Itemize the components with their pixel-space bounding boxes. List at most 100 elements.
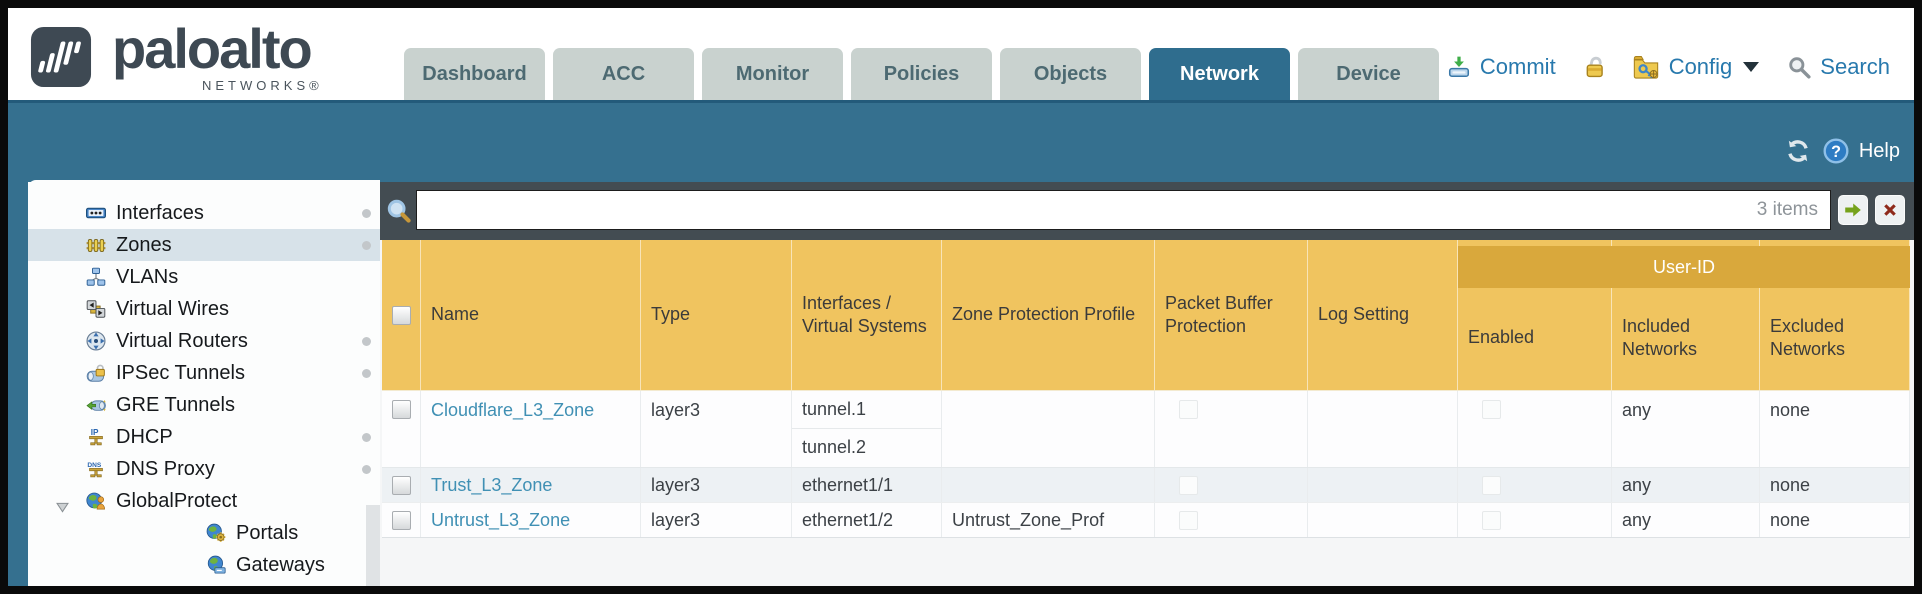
row-checkbox-cell [382, 468, 421, 502]
zone-type-cell: layer3 [641, 503, 792, 537]
included-networks-cell: any [1612, 468, 1760, 502]
apply-filter-button[interactable] [1838, 195, 1868, 225]
zone-name-link[interactable]: Cloudflare_L3_Zone [431, 400, 595, 420]
zone-name-link[interactable]: Untrust_L3_Zone [431, 509, 571, 530]
interfaces-icon [86, 203, 106, 223]
column-header-packet-buffer-protection[interactable]: Packet Buffer Protection [1155, 240, 1308, 390]
clear-filter-button[interactable] [1875, 195, 1905, 225]
config-icon[interactable] [1632, 54, 1660, 80]
sidebar-item-label: Portals [236, 521, 299, 544]
table-header: Name Type Interfaces / Virtual Systems Z… [382, 240, 1910, 391]
zone-interfaces-cell: ethernet1/2 [792, 503, 942, 537]
user-id-group-header: User-ID [1458, 246, 1910, 288]
row-checkbox-cell [382, 503, 421, 537]
virtual-routers-icon [86, 331, 106, 351]
zones-icon [86, 235, 106, 255]
column-header-log-setting[interactable]: Log Setting [1308, 240, 1458, 390]
paloalto-logo: paloalto NETWORKS® [30, 17, 330, 98]
log-setting-cell [1308, 391, 1458, 467]
sidebar-item-dns-proxy[interactable]: DNS DNS Proxy [28, 453, 380, 485]
packet-buffer-protection-cell [1155, 468, 1308, 502]
sidebar-scrollbar[interactable] [366, 505, 380, 586]
zone-type: layer3 [651, 474, 701, 495]
sidebar-item-globalprotect[interactable]: GlobalProtect [28, 485, 380, 517]
filter-input[interactable] [417, 199, 1757, 221]
zone-name-link[interactable]: Trust_L3_Zone [431, 474, 553, 495]
paloalto-logo-icon [30, 26, 92, 88]
tab-dashboard[interactable]: Dashboard [404, 48, 545, 100]
refresh-icon[interactable] [1783, 137, 1813, 165]
search-button[interactable]: Search [1820, 54, 1890, 79]
sidebar-item-zones[interactable]: Zones [28, 229, 380, 261]
left-margin-strip [8, 182, 28, 586]
column-header-excluded-networks[interactable]: Excluded Networks [1760, 240, 1910, 390]
sidebar-item-virtual-wires[interactable]: Virtual Wires [28, 293, 380, 325]
zone-interfaces-cell: tunnel.1 tunnel.2 [792, 391, 942, 467]
column-header-enabled[interactable]: Enabled [1458, 240, 1612, 390]
zone-protection-profile-cell: Untrust_Zone_Prof [942, 503, 1155, 537]
status-dot [362, 369, 371, 378]
header-checkbox-cell [382, 240, 421, 390]
config-button[interactable]: Config [1668, 54, 1733, 79]
packet-buffer-checkbox[interactable] [1179, 510, 1198, 530]
status-dot [362, 209, 371, 218]
sidebar-item-gateways[interactable]: Gateways [28, 549, 380, 581]
status-dot [362, 241, 371, 250]
svg-text:IP: IP [91, 428, 99, 437]
sidebar-item-virtual-routers[interactable]: Virtual Routers [28, 325, 380, 357]
lock-icon[interactable] [1582, 54, 1608, 80]
expander-triangle-icon[interactable] [56, 496, 69, 513]
select-all-checkbox[interactable] [391, 305, 411, 325]
table-row: Trust_L3_Zone layer3 ethernet1/1 any non… [382, 467, 1910, 502]
zone-protection-profile-value: Untrust_Zone_Prof [952, 509, 1105, 530]
row-checkbox[interactable] [391, 475, 411, 495]
page-header-band: ? Help [8, 100, 1914, 182]
sidebar-item-interfaces[interactable]: Interfaces [28, 197, 380, 229]
dns-proxy-icon: DNS [86, 459, 106, 479]
tab-device[interactable]: Device [1298, 48, 1439, 100]
column-header-included-networks[interactable]: Included Networks [1612, 240, 1760, 390]
sidebar-item-portals[interactable]: Portals [28, 517, 380, 549]
sidebar-item-ipsec-tunnels[interactable]: IPSec Tunnels [28, 357, 380, 389]
filter-search-icon[interactable] [385, 197, 413, 225]
tab-monitor[interactable]: Monitor [702, 48, 843, 100]
interface-value: tunnel.2 [802, 437, 867, 457]
tab-objects[interactable]: Objects [1000, 48, 1141, 100]
included-networks-value: any [1622, 509, 1652, 530]
user-id-enabled-checkbox[interactable] [1482, 400, 1501, 419]
packet-buffer-checkbox[interactable] [1179, 400, 1198, 419]
packet-buffer-checkbox[interactable] [1179, 475, 1198, 495]
search-icon[interactable] [1787, 55, 1811, 79]
top-actions: Commit Config Searc [1447, 54, 1890, 80]
zone-protection-profile-cell [942, 391, 1155, 467]
column-header-zone-protection-profile[interactable]: Zone Protection Profile [942, 240, 1155, 390]
status-dot [362, 465, 371, 474]
sidebar-item-gre-tunnels[interactable]: GRE Tunnels [28, 389, 380, 421]
help-link[interactable]: Help [1858, 139, 1900, 162]
commit-icon[interactable] [1447, 55, 1471, 79]
zone-interfaces-cell: ethernet1/1 [792, 468, 942, 502]
user-id-enabled-checkbox[interactable] [1482, 510, 1501, 530]
app-window: paloalto NETWORKS® Dashboard ACC Monitor… [8, 8, 1914, 586]
sidebar-item-dhcp[interactable]: IP DHCP [28, 421, 380, 453]
tab-policies[interactable]: Policies [851, 48, 992, 100]
tab-network[interactable]: Network [1149, 48, 1290, 100]
column-header-interfaces[interactable]: Interfaces / Virtual Systems [792, 240, 942, 390]
column-header-name[interactable]: Name [421, 240, 641, 390]
config-caret-icon[interactable] [1743, 62, 1760, 72]
zone-type-cell: layer3 [641, 468, 792, 502]
table-row: Untrust_L3_Zone layer3 ethernet1/2 Untru… [382, 502, 1910, 538]
tab-acc[interactable]: ACC [553, 48, 694, 100]
included-networks-value: any [1622, 400, 1652, 420]
row-checkbox[interactable] [391, 510, 411, 530]
brand-sub: NETWORKS® [202, 78, 323, 93]
user-id-enabled-checkbox[interactable] [1482, 475, 1501, 495]
row-checkbox[interactable] [391, 400, 411, 419]
commit-button[interactable]: Commit [1479, 54, 1556, 79]
help-icon[interactable]: ? [1822, 137, 1850, 165]
column-header-type[interactable]: Type [641, 240, 792, 390]
sidebar-item-vlans[interactable]: VLANs [28, 261, 380, 293]
sidebar-item-label: Zones [116, 233, 172, 256]
zone-protection-profile-cell [942, 468, 1155, 502]
sidebar-item-label: DNS Proxy [116, 457, 215, 480]
